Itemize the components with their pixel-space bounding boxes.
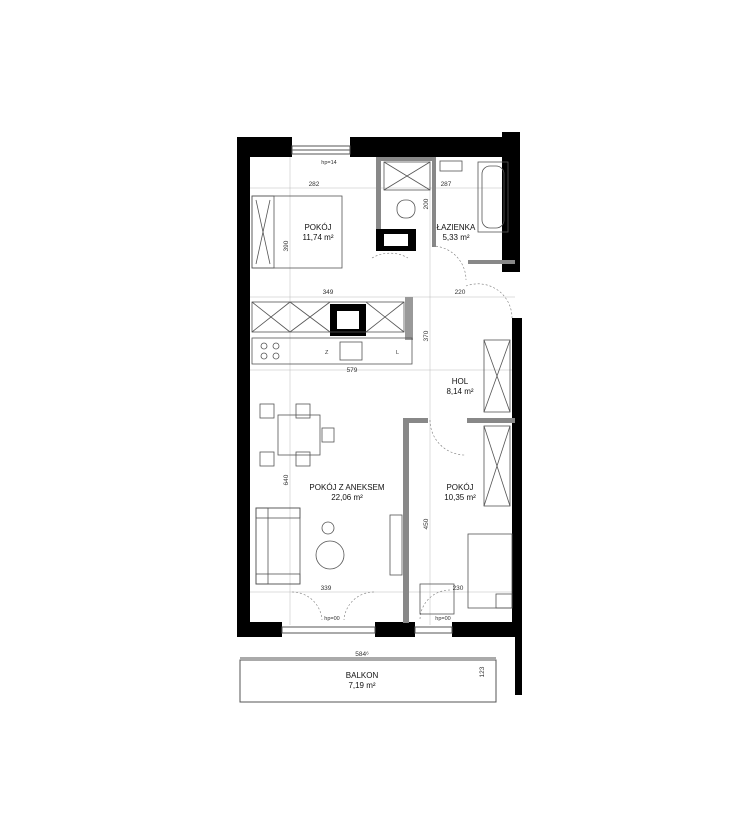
grid-lines [250,155,515,625]
hp-bottom-left: hp=00 [324,616,339,622]
bed [251,195,343,269]
room-name-pokoj-1: POKÓJ [304,223,331,232]
room-name-hol: HOL [452,377,469,386]
dim-282: 282 [309,181,320,188]
dim-123: 123 [479,666,486,677]
height-notes: hp=14 hp=00 hp=00 [321,160,450,622]
dim-370: 370 [423,330,430,341]
room-name-pokoj-2: POKÓJ [446,483,473,492]
balcony [239,657,497,703]
dim-287: 287 [441,181,452,188]
dim-230: 230 [453,585,464,592]
kitchen-z-label: Z [325,350,329,356]
room-name-pokoj-z-aneksem: POKÓJ Z ANEKSEM [309,483,384,492]
windows [281,145,453,634]
room-area-hol: 8,14 m² [446,387,473,396]
dim-220: 220 [455,289,466,296]
bedroom2-furniture [419,425,513,615]
room-area-pokoj-z-aneksem: 22,06 m² [331,493,363,502]
tv-unit [389,514,403,576]
dim-200: 200 [423,198,430,209]
room-labels: POKÓJ 11,74 m² ŁAZIENKA 5,33 m² HOL 8,14… [303,223,477,690]
dimension-labels: 282 287 390 200 349 220 370 579 640 450 … [283,181,486,677]
bathroom-fixtures [383,160,509,233]
room-name-lazienka: ŁAZIENKA [437,223,476,232]
hp-bottom-right: hp=00 [435,616,450,622]
dim-640: 640 [283,474,290,485]
sofa [255,507,345,585]
dim-579: 579 [347,367,358,374]
hp-top: hp=14 [321,160,336,166]
room-name-balkon: BALKON [346,671,379,680]
dim-349: 349 [323,289,334,296]
room-area-pokoj-2: 10,35 m² [444,493,476,502]
dim-390: 390 [283,240,290,251]
room-area-pokoj-1: 11,74 m² [303,233,334,242]
room-area-lazienka: 5,33 m² [442,233,469,242]
walls [237,132,522,695]
hall-wardrobe [483,339,511,413]
dim-339: 339 [321,585,332,592]
doors [291,245,513,621]
kitchen-units [251,301,413,365]
room-area-balkon: 7,19 m² [348,681,375,690]
dim-584: 584⁶ [355,651,369,658]
dim-450: 450 [423,518,430,529]
dining-table [259,403,335,467]
kitchen-l-label: L [396,350,399,356]
